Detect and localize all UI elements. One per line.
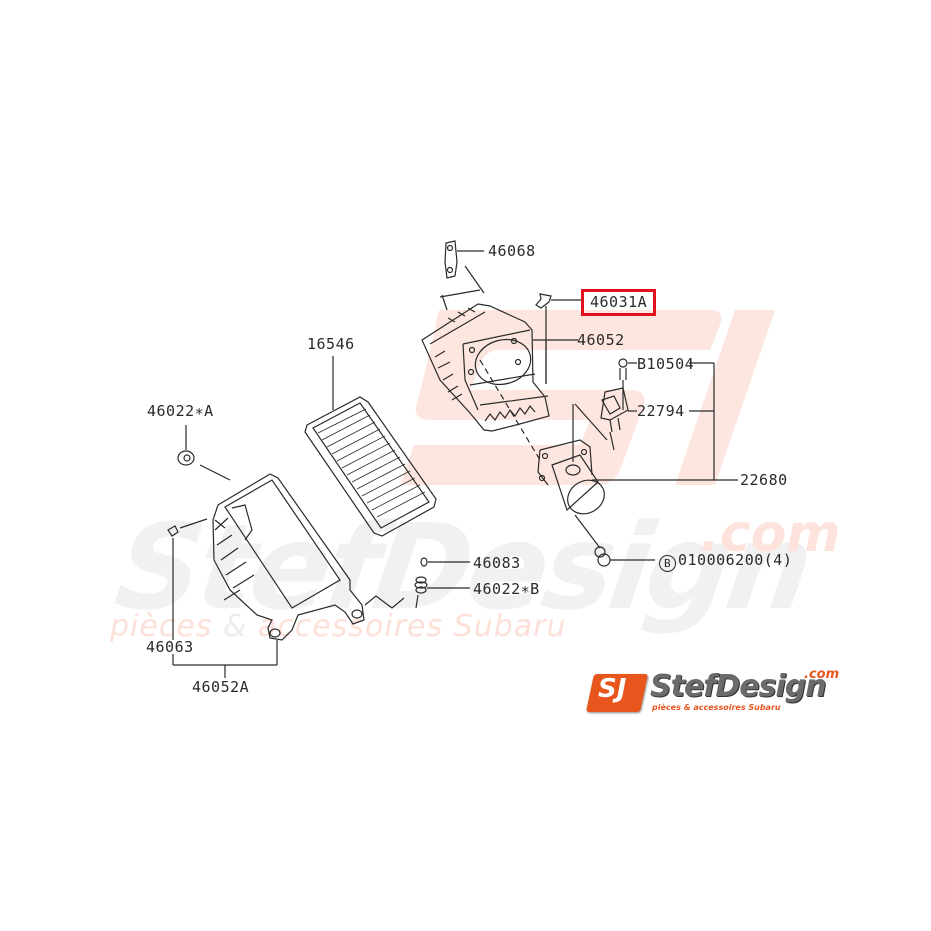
part-label-22794[interactable]: 22794	[637, 402, 685, 420]
cushion-46022A-drawing	[177, 425, 231, 481]
part-label-46031A-highlighted[interactable]: 46031A	[581, 289, 657, 316]
lower-case-46052A-drawing	[212, 473, 405, 641]
watermark-tagline-part2: accessoires Subaru	[257, 609, 567, 644]
screw-010006200-drawing	[594, 546, 655, 567]
part-label-B10504[interactable]: B10504	[637, 355, 695, 373]
stefdesign-logo: SJ StefDesign .com pièces & accessoires …	[585, 667, 850, 718]
part-label-16546[interactable]: 16546	[307, 335, 355, 353]
clip-46063-drawing	[167, 518, 208, 640]
b-circle-marker: B	[659, 555, 676, 572]
upper-case-46052-drawing	[421, 303, 578, 461]
logo-domain: .com	[804, 667, 840, 682]
logo-tagline: pièces & accessoires Subaru	[652, 703, 781, 712]
part-label-46022A[interactable]: 46022∗A	[147, 402, 214, 420]
part-label-46063[interactable]: 46063	[146, 638, 194, 656]
part-label-46052[interactable]: 46052	[577, 331, 625, 349]
bracket-46068-drawing	[444, 240, 485, 294]
part-label-46052A[interactable]: 46052A	[192, 678, 250, 696]
part-number: 010006200	[678, 551, 764, 569]
part-label-46083[interactable]: 46083	[473, 554, 521, 572]
clip-46031A-drawing	[535, 293, 583, 384]
bolt-sensor-drawing	[600, 358, 637, 451]
collar-cushion-drawing	[414, 557, 470, 609]
logo-badge-text: SJ	[598, 674, 627, 704]
watermark-sj-logo	[400, 310, 775, 485]
part-label-46068[interactable]: 46068	[488, 242, 536, 260]
air-filter-16546-drawing	[304, 356, 437, 537]
part-label-22680[interactable]: 22680	[740, 471, 788, 489]
watermark-tagline-amp: &	[222, 609, 248, 644]
leader-22680-bracket	[689, 362, 738, 481]
air-flow-meter-22680-drawing	[537, 403, 714, 549]
logo-name: StefDesign	[650, 669, 827, 704]
part-qty: (4)	[763, 551, 793, 569]
part-label-46022B[interactable]: 46022∗B	[473, 580, 540, 598]
